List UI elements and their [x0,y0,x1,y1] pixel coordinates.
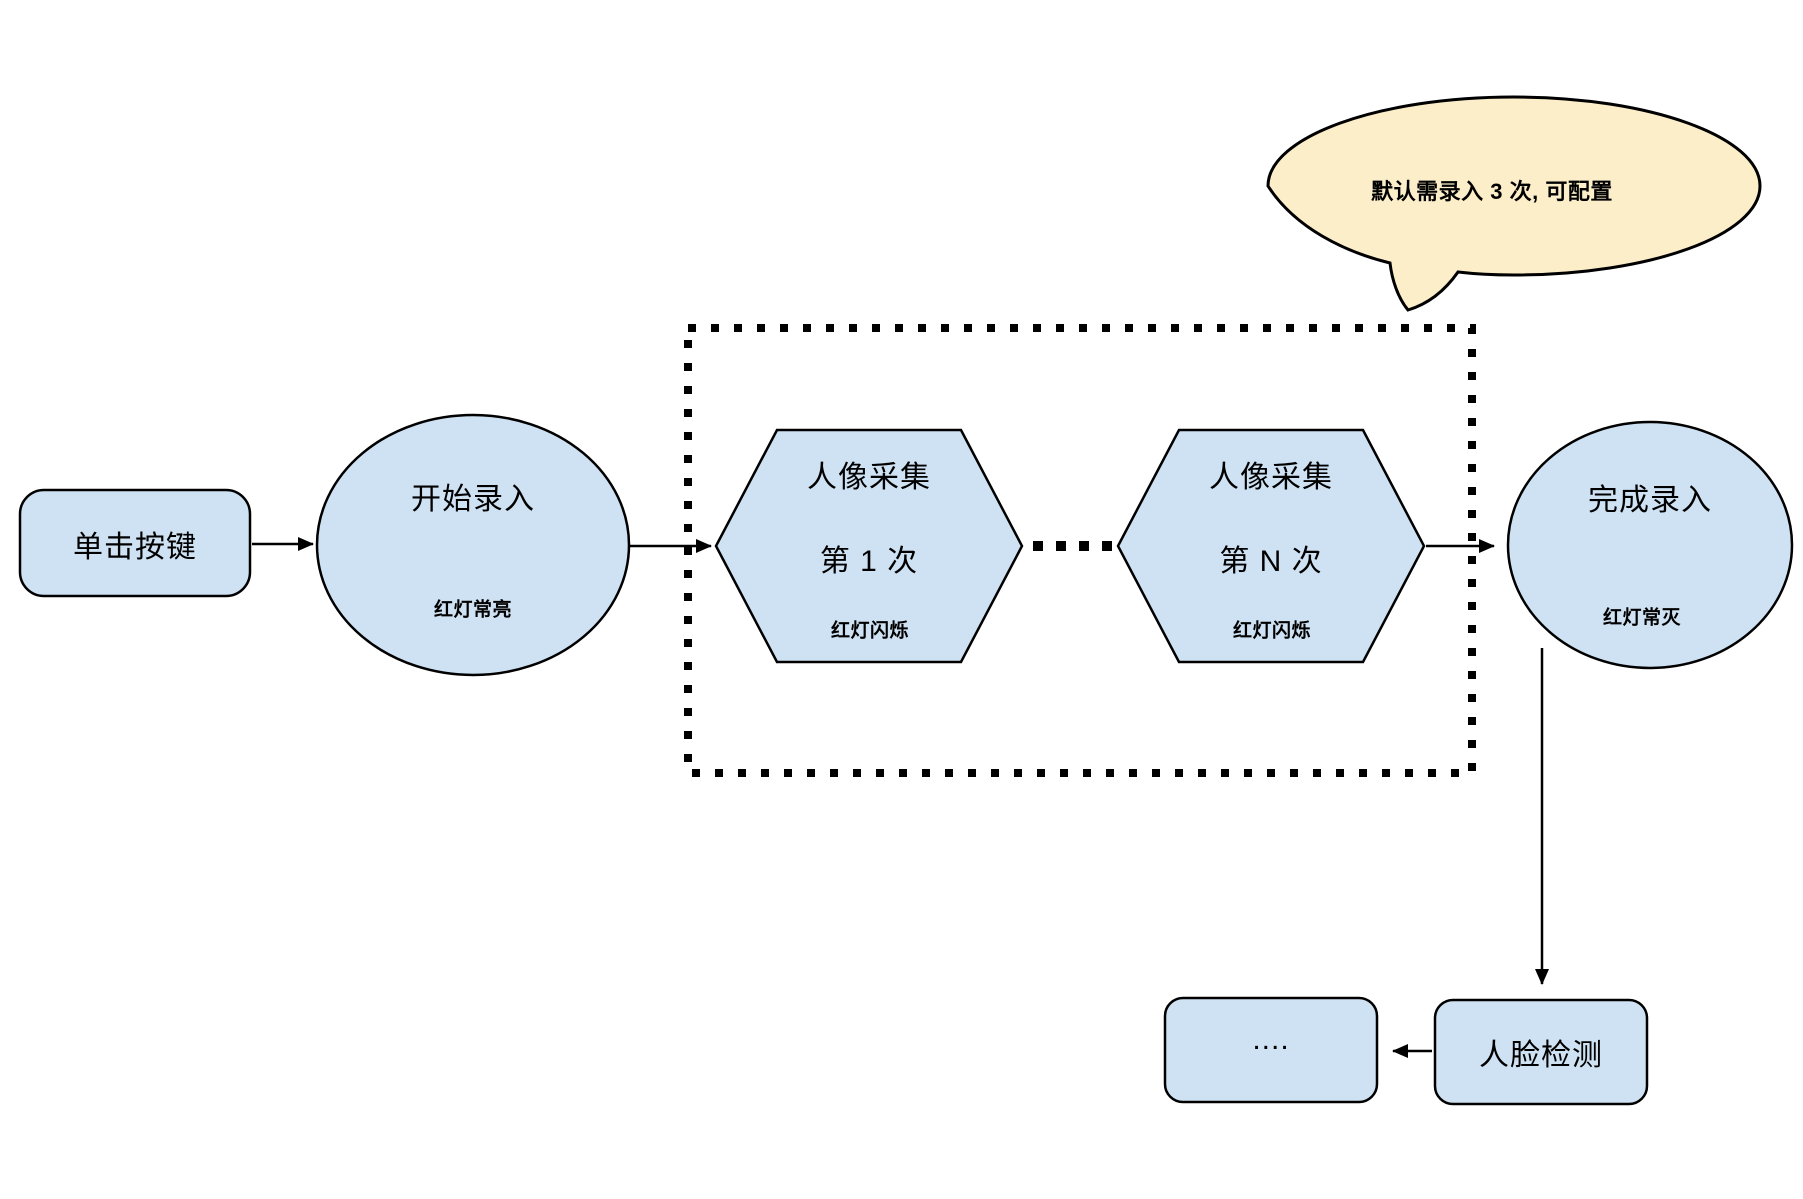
node-start-enroll [315,413,631,677]
capture-nth-label: 人像采集 [1209,461,1333,494]
face-detection-label: 人脸检测 [1479,1039,1603,1072]
node-click-button [18,488,252,598]
capture-nth-sequence-label: 第 N 次 [1219,545,1323,578]
node-capture-first [714,428,1024,664]
node-face-detection [1433,998,1649,1106]
continuation-label: .... [1252,1023,1290,1056]
capture-first-sequence-label: 第 1 次 [819,545,919,578]
capture-first-label: 人像采集 [807,461,931,494]
start-enroll-label: 开始录入 [411,483,535,516]
capture-first-status-label: 红灯闪烁 [830,620,910,642]
start-enroll-status-label: 红灯常亮 [433,599,513,621]
click-button-label: 单击按键 [73,531,197,564]
finish-enroll-label: 完成录入 [1588,484,1712,517]
node-continuation [1163,996,1379,1104]
callout-bubble [1266,95,1762,312]
node-capture-nth [1116,428,1426,664]
capture-nth-status-label: 红灯闪烁 [1232,620,1312,642]
node-finish-enroll [1506,420,1794,670]
capture-loop-dotted-border [684,324,1476,777]
finish-enroll-status-label: 红灯常灭 [1602,607,1682,629]
callout-text: 默认需录入 3 次, 可配置 [1371,179,1613,204]
